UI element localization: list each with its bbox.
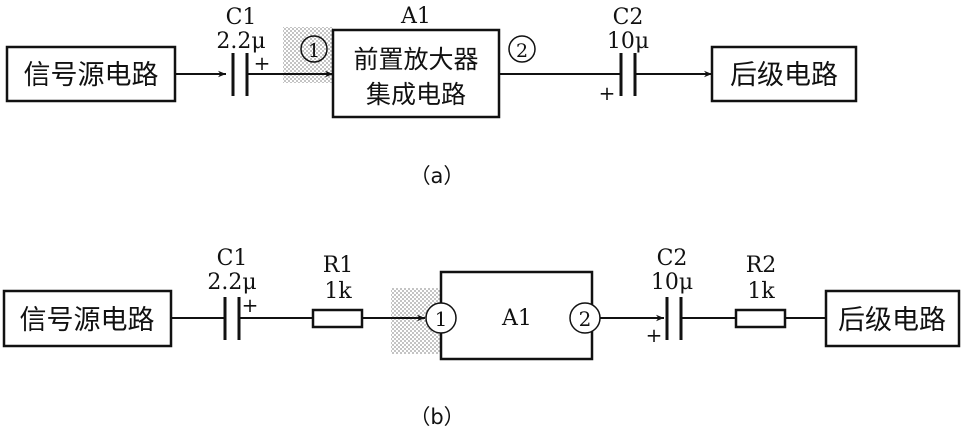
pin-1-b xyxy=(425,302,457,334)
diagram-a: 信号源电路 C1 2.2μ + 1 A1 前置放大器 集成电路 2 xyxy=(5,4,858,188)
capacitor-c1-a xyxy=(231,53,249,96)
amp-b-name: A1 xyxy=(501,306,532,331)
c2-a-plus: + xyxy=(599,81,616,105)
c2-a-value: 10μ xyxy=(607,29,649,54)
load-box-a xyxy=(710,45,858,103)
c1-b-plus: + xyxy=(242,293,259,317)
amplifier-box-a xyxy=(331,28,501,119)
pin-1-a-label: 1 xyxy=(308,40,320,62)
diagram-b: 信号源电路 C1 2.2μ + R1 1k A1 1 2 xyxy=(2,246,961,429)
source-box-b xyxy=(2,289,173,348)
caption-a: （a） xyxy=(410,164,465,188)
r2-b-name: R2 xyxy=(746,253,777,278)
c1-b-name: C1 xyxy=(217,246,248,271)
resistor-r2-b xyxy=(734,308,787,329)
source-box-b-label: 信号源电路 xyxy=(20,305,155,336)
c1-a-plus: + xyxy=(254,51,271,75)
load-box-b xyxy=(824,289,961,348)
c2-a-name: C2 xyxy=(613,5,644,30)
r1-b-value: 1k xyxy=(324,279,352,304)
caption-b: （b） xyxy=(409,405,464,429)
pin-2-b-label: 2 xyxy=(579,307,592,331)
r2-b-value: 1k xyxy=(747,279,775,304)
capacitor-c2-a xyxy=(619,53,637,96)
capacitor-c1-b xyxy=(223,297,241,340)
pin-1-b-label: 1 xyxy=(435,307,448,331)
r1-b-name: R1 xyxy=(323,253,354,278)
capacitor-c2-b xyxy=(665,297,683,340)
c1-b-value: 2.2μ xyxy=(207,270,256,295)
load-box-b-label: 后级电路 xyxy=(838,305,946,336)
pin-2-a xyxy=(508,35,536,63)
pin-1-a xyxy=(300,35,328,63)
load-box-a-label: 后级电路 xyxy=(730,60,838,91)
source-box-a-label: 信号源电路 xyxy=(24,60,159,91)
c2-b-value: 10μ xyxy=(651,270,693,295)
c2-b-plus: + xyxy=(646,323,663,347)
pin-2-a-label: 2 xyxy=(516,40,528,62)
amp-a-line2: 集成电路 xyxy=(366,80,466,109)
amp-a-name: A1 xyxy=(400,4,431,29)
amp-a-line1: 前置放大器 xyxy=(353,45,478,74)
c2-b-name: C2 xyxy=(657,246,688,271)
c1-a-name: C1 xyxy=(226,5,257,30)
resistor-r1-b xyxy=(311,308,364,329)
source-box-a xyxy=(5,45,177,103)
c1-a-value: 2.2μ xyxy=(216,29,265,54)
